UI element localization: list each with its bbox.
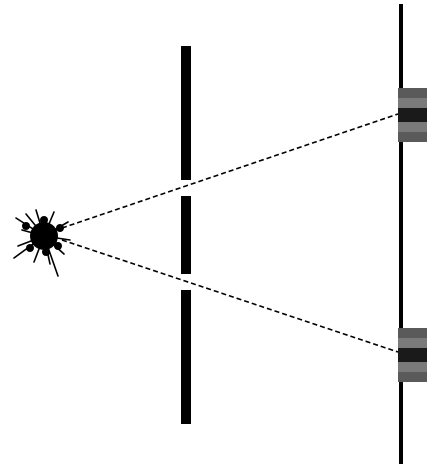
bright-fringe-lower xyxy=(398,328,427,382)
bright-fringe-upper xyxy=(398,88,427,142)
ray-lower xyxy=(62,240,398,352)
light-source-burst-icon xyxy=(14,210,70,276)
ray-upper xyxy=(62,114,398,228)
